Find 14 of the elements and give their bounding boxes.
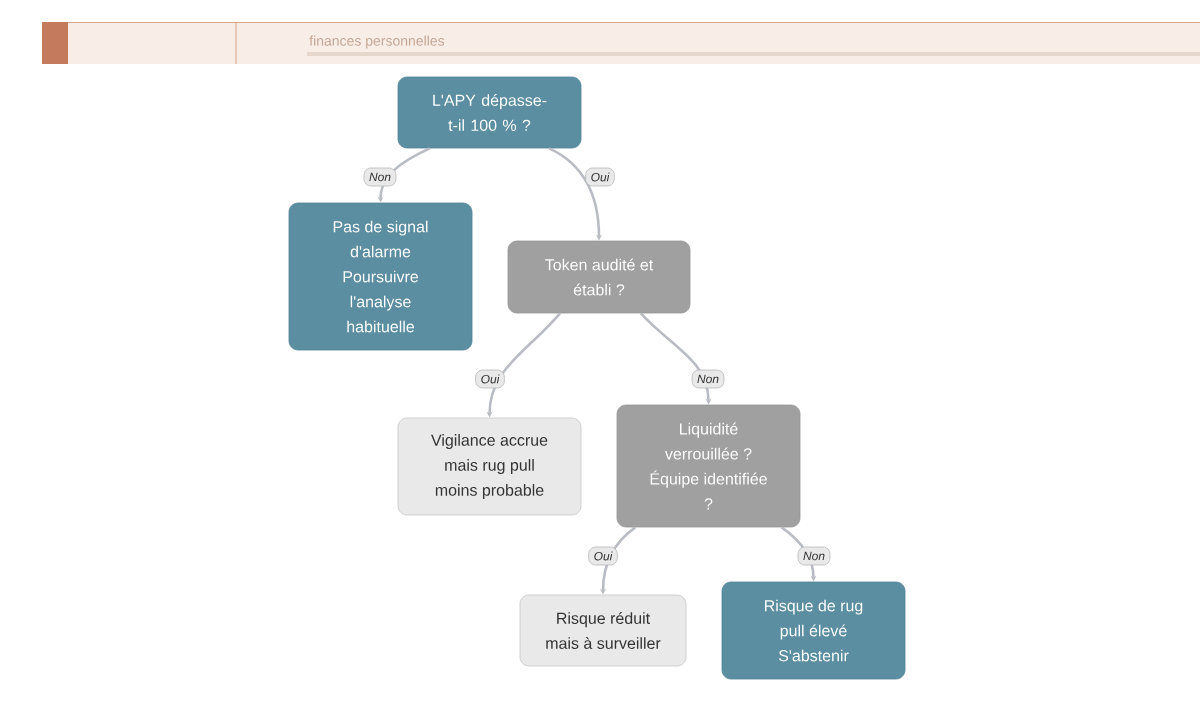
edge-label: Oui <box>585 167 615 187</box>
edge-label: Non <box>691 369 725 389</box>
question-box: L'APY dépasse-t-il 100 % ? <box>397 76 582 149</box>
edge-label: Non <box>363 167 397 187</box>
outcome-box: Risque réduit mais à surveiller <box>519 594 687 667</box>
edge-label: Non <box>797 546 831 566</box>
edge-label: Oui <box>588 546 618 566</box>
edge-label: Oui <box>475 369 505 389</box>
question-box: Liquidité verrouillée ? Équipe identifiée ? <box>616 404 801 528</box>
tagline: finances personnelles <box>309 35 445 49</box>
outcome-box: Pas de signal d'alarme Poursuivre l'analyse habituelle <box>288 202 473 351</box>
outcome-box: Vigilance accrue mais rug pull moins probable <box>397 417 582 516</box>
outcome-box: Risque de rug pull élevé S'abstenir <box>721 581 906 680</box>
question-box: Token audité et établi ? <box>507 240 691 314</box>
